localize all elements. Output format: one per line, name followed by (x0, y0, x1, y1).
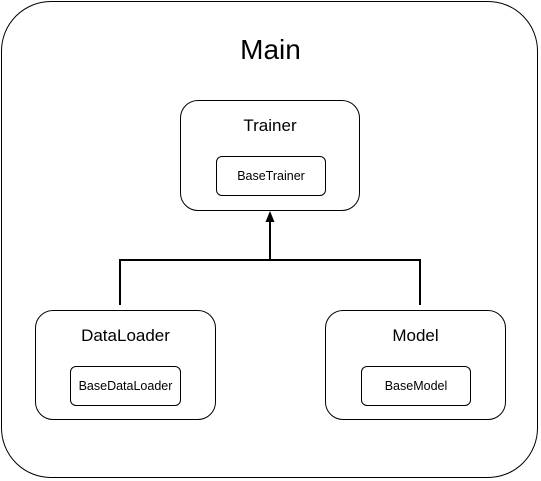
base-trainer-box: BaseTrainer (216, 156, 326, 196)
model-connector (270, 259, 421, 305)
dataloader-connector (119, 259, 270, 305)
trainer-node: Trainer BaseTrainer (180, 100, 360, 211)
main-title: Main (240, 34, 301, 65)
dataloader-title: DataLoader (81, 326, 170, 345)
base-dataloader-box: BaseDataLoader (70, 366, 181, 406)
trainer-title: Trainer (243, 116, 297, 135)
arrowhead-icon (265, 211, 275, 222)
dataloader-node: DataLoader BaseDataLoader (35, 310, 216, 420)
model-title: Model (392, 326, 439, 345)
model-node: Model BaseModel (325, 310, 506, 420)
base-model-box: BaseModel (361, 366, 471, 406)
